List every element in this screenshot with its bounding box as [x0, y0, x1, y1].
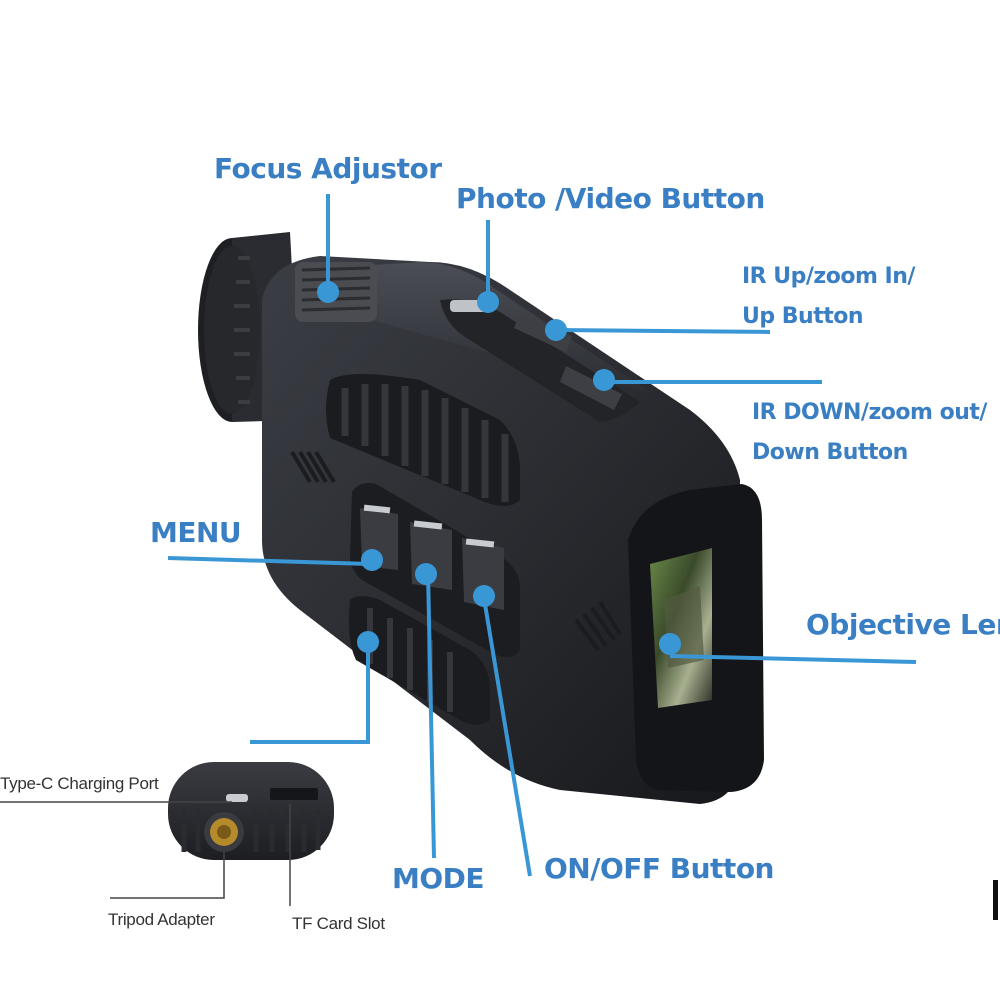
label-objective-lens: Objective Lens	[806, 608, 1000, 641]
leader-bottom	[250, 640, 370, 744]
callout-dot	[361, 549, 383, 571]
label-photo-video-button: Photo /Video Button	[456, 182, 765, 215]
callout-dot	[357, 631, 379, 653]
label-ir-up-line2: Up Button	[742, 304, 864, 329]
label-menu: MENU	[150, 516, 242, 549]
label-mode: MODE	[392, 862, 485, 895]
callout-dot	[473, 585, 495, 607]
label-tf-card-slot: TF Card Slot	[292, 914, 385, 933]
leader-lines	[0, 194, 917, 906]
label-focus-adjustor: Focus Adjustor	[214, 152, 442, 185]
leader-ir-up	[555, 328, 771, 334]
callout-dot	[477, 291, 499, 313]
edge-fragment	[993, 880, 998, 920]
label-tripod-adapter: Tripod Adapter	[108, 910, 215, 929]
callout-dots	[317, 281, 681, 655]
label-ir-down-line1: IR DOWN/zoom out/	[752, 400, 987, 425]
leader-objective	[669, 654, 917, 664]
bottom-inset-illustration	[168, 762, 334, 860]
leader-tripod	[110, 852, 225, 899]
callout-dot	[317, 281, 339, 303]
callout-dot	[545, 319, 567, 341]
callout-dot	[593, 369, 615, 391]
label-ir-up-line1: IR Up/zoom In/	[742, 264, 915, 289]
label-ir-down-line2: Down Button	[752, 440, 908, 465]
device-body	[262, 256, 764, 804]
callout-dot	[659, 633, 681, 655]
callout-dot	[415, 563, 437, 585]
leader-menu	[167, 556, 371, 566]
label-on-off-button: ON/OFF Button	[544, 852, 774, 885]
leader-onoff	[482, 597, 532, 877]
label-type-c-port: Type-C Charging Port	[0, 774, 159, 793]
leader-mode	[426, 571, 436, 859]
